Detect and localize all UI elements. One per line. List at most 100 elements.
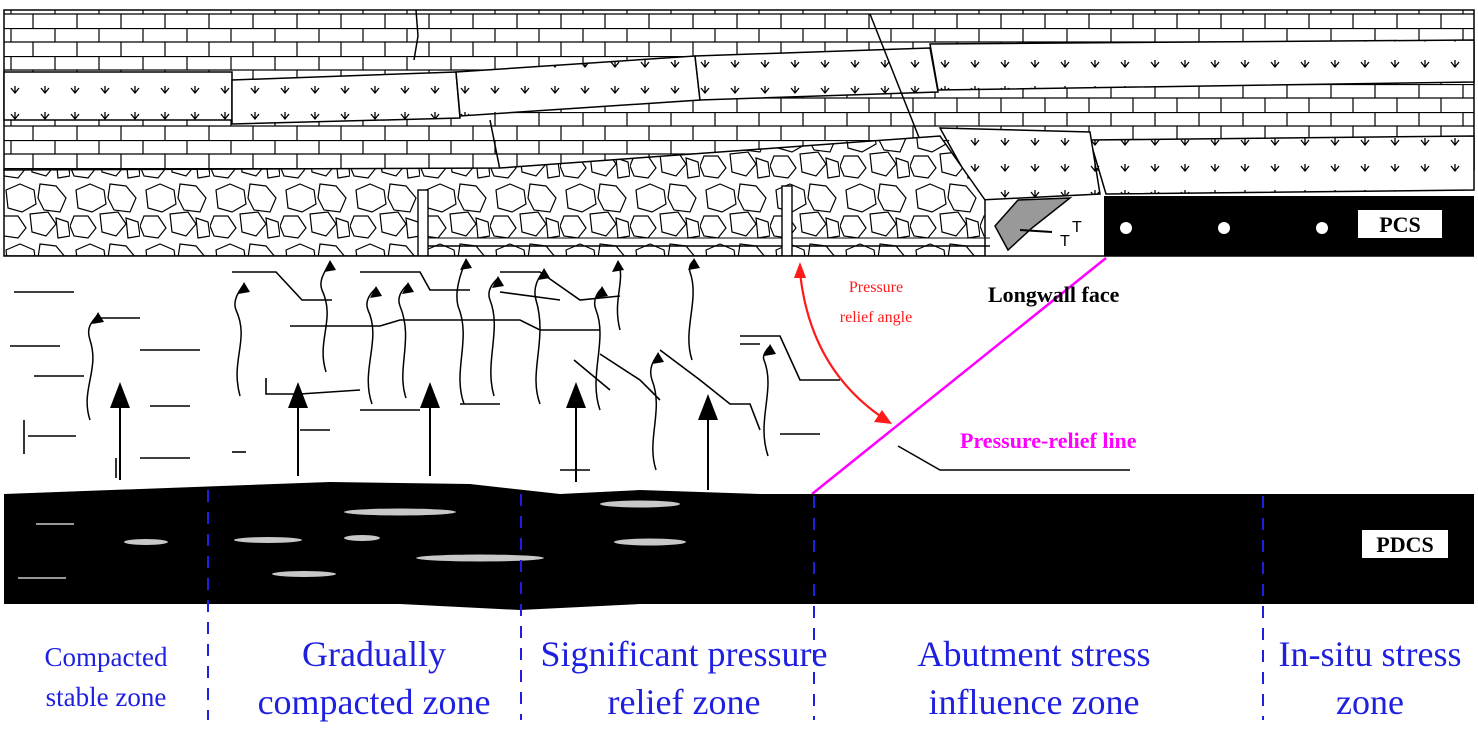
pcs-label-box <box>1358 210 1442 238</box>
arrowhead <box>492 276 504 288</box>
overburden-strata <box>3 9 1475 211</box>
gas-flow-curve <box>488 277 499 397</box>
gas-void <box>600 500 680 508</box>
relief-line-leader <box>897 445 1130 471</box>
uplift-arrow-head <box>110 382 130 408</box>
support-prop-1 <box>417 189 429 257</box>
gas-void <box>614 538 686 546</box>
gas-void <box>344 508 456 516</box>
uplift-arrow-head <box>420 382 440 408</box>
goaf-rubble <box>3 135 990 257</box>
relief-line <box>811 257 1107 495</box>
gas-flow-curve <box>688 259 695 361</box>
zone-label-gradual-1: Gradually <box>302 634 446 674</box>
zone-label-abutment-2: influence zone <box>929 682 1140 722</box>
zone-label-abutment-1: Abutment stress <box>918 634 1151 674</box>
zone-boundaries <box>207 490 1264 720</box>
gas-flow-curve <box>534 269 545 405</box>
crack <box>290 319 600 331</box>
pcs-label: PCS <box>1379 212 1421 237</box>
arrowhead <box>596 286 608 298</box>
gas-flow-curve <box>762 345 771 457</box>
zone-label-significant-2: relief zone <box>608 682 761 722</box>
arrowhead <box>370 286 382 298</box>
pressure-relief-line: Pressure-relief line <box>811 257 1137 495</box>
arrowhead <box>402 282 414 294</box>
zone-labels: Compacted stable zone Gradually compacte… <box>45 634 1462 722</box>
angle-arc <box>798 271 887 421</box>
support-prop-2 <box>781 185 793 257</box>
arrowhead <box>538 268 550 280</box>
crack <box>573 359 611 391</box>
gas-void <box>416 554 544 562</box>
gas-flow-curve <box>86 313 99 421</box>
arrowhead <box>652 352 664 364</box>
interburden-fractures <box>10 271 840 478</box>
crack <box>599 353 661 401</box>
longwall-face-label: Longwall face <box>988 282 1120 307</box>
pcs-drill-hole-1 <box>1120 222 1132 234</box>
arrowhead <box>238 282 250 294</box>
pcs-drill-hole-3 <box>1316 222 1328 234</box>
crack <box>740 335 840 381</box>
gas-flow-arrows <box>86 259 771 471</box>
support-mark-1: T <box>1060 233 1070 250</box>
fracture-line-2 <box>413 9 419 61</box>
interburden-layer <box>4 256 1474 496</box>
gas-flow-curve <box>593 287 603 411</box>
support-canopy <box>994 197 1073 252</box>
crack <box>360 271 470 291</box>
arrowhead <box>612 260 624 272</box>
uplift-arrow-head <box>288 382 308 408</box>
crack <box>500 271 621 301</box>
zone-label-compacted-2: stable zone <box>46 682 167 712</box>
hydraulic-support: T T <box>994 197 1082 252</box>
fracture-line-3 <box>489 119 501 171</box>
gas-flow-curve <box>366 287 377 405</box>
crack <box>499 291 561 301</box>
angle-label-line2: relief angle <box>840 309 912 326</box>
pcs-seam: PCS <box>1104 196 1474 256</box>
uplift-arrow-head <box>698 394 718 420</box>
gas-flow-curve <box>398 283 409 399</box>
arrowhead <box>688 258 700 270</box>
crack <box>659 349 761 431</box>
uplift-arrow-head <box>566 382 586 408</box>
gas-flow-curve <box>456 259 467 405</box>
arrowhead <box>460 258 472 270</box>
uplift-arrows <box>110 382 718 490</box>
gas-flow-curve <box>234 283 245 397</box>
sandstone-band-right <box>929 39 1475 91</box>
zone-label-insitu-2: zone <box>1336 682 1404 722</box>
gas-void <box>124 539 168 545</box>
sandstone-above-face <box>1088 135 1475 195</box>
angle-arrowhead-top <box>794 262 806 278</box>
arrowhead <box>92 312 104 324</box>
arrowhead <box>764 344 776 356</box>
pdcs-coal-block <box>4 482 1474 610</box>
angle-label-line1: Pressure <box>849 279 903 296</box>
sandstone-band-left <box>3 71 233 121</box>
zone-label-compacted-1: Compacted <box>45 642 168 672</box>
zone-label-significant-1: Significant pressure <box>541 634 828 674</box>
gas-void <box>272 571 336 577</box>
relief-line-label: Pressure-relief line <box>960 428 1137 453</box>
crack <box>232 271 332 301</box>
sandstone-band-middle <box>231 71 461 125</box>
zone-label-gradual-2: compacted zone <box>258 682 491 722</box>
zone-label-insitu-1: In-situ stress <box>1279 634 1462 674</box>
support-leg <box>1019 229 1053 233</box>
gas-void <box>234 537 302 543</box>
pcs-drill-hole-2 <box>1218 222 1230 234</box>
support-mark-2: T <box>1072 219 1082 236</box>
sandstone-block-tilted-2 <box>694 47 939 101</box>
pdcs-label-box <box>1362 530 1448 558</box>
pressure-relief-angle: Pressure relief angle <box>794 262 912 424</box>
gas-void <box>344 535 380 541</box>
pdcs-label: PDCS <box>1376 532 1433 557</box>
angle-arrowhead-bottom <box>874 410 892 424</box>
pdcs-seam: PDCS <box>4 482 1474 610</box>
arrowhead <box>324 260 336 272</box>
gas-flow-arrowheads <box>92 258 776 364</box>
